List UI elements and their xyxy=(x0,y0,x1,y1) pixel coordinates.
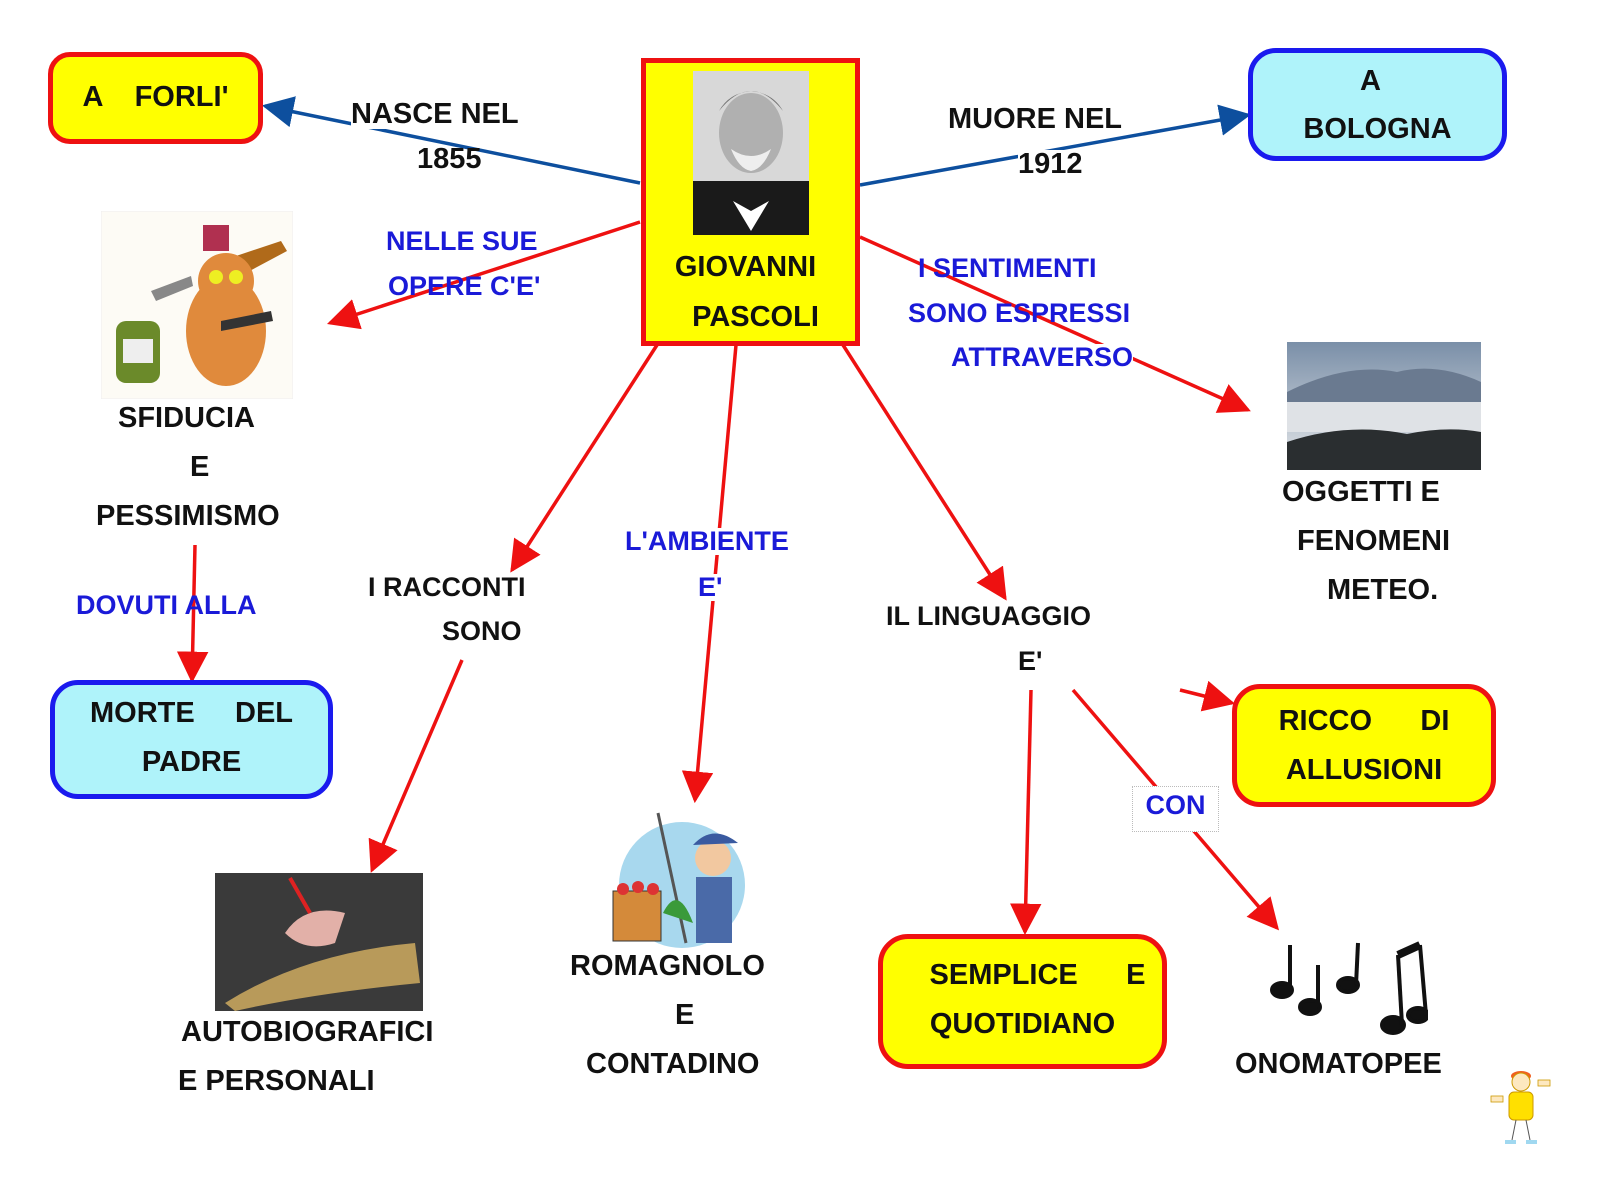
label-nasce: NASCE NEL xyxy=(351,98,519,130)
link-ricco xyxy=(1179,680,1236,712)
node-onomatopee: ONOMATOPEE xyxy=(1235,1048,1442,1080)
node-romagnolo-2: E xyxy=(675,999,695,1031)
portrait-image xyxy=(693,71,809,235)
node-sfiducia-3: PESSIMISMO xyxy=(96,500,280,532)
label-con: CON xyxy=(1132,786,1219,832)
node-oggetti-2: FENOMENI xyxy=(1297,525,1451,557)
link-dovuti xyxy=(176,544,209,684)
node-sfiducia-2: E xyxy=(190,451,210,483)
music-notes-icon xyxy=(1270,941,1428,1035)
node-ricco-allusioni: RICCO DI ALLUSIONI xyxy=(1232,684,1496,807)
label-ambiente-2: E' xyxy=(698,572,723,602)
mascot-logo xyxy=(1490,1071,1551,1144)
center-line2: PASCOLI xyxy=(692,301,819,333)
label-dovuti: DOVUTI ALLA xyxy=(76,590,257,620)
node-semplice-quotidiano: SEMPLICE E QUOTIDIANO xyxy=(878,934,1167,1069)
node-morte-text1: MORTE DEL xyxy=(90,697,293,729)
node-linguaggio-2: E' xyxy=(1018,646,1043,676)
label-sentimenti-1: I SENTIMENTI xyxy=(918,253,1097,283)
node-sfiducia-1: SFIDUCIA xyxy=(118,402,255,434)
label-sentimenti-2: SONO ESPRESSI xyxy=(908,298,1131,328)
center-line1: GIOVANNI xyxy=(674,251,817,283)
node-linguaggio-1: IL LINGUAGGIO xyxy=(886,601,1092,631)
node-ricco-text2: ALLUSIONI xyxy=(1285,754,1443,786)
node-bologna-text2: BOLOGNA xyxy=(1303,113,1452,145)
link-linguaggio xyxy=(841,344,1007,601)
node-semplice-text2: QUOTIDIANO xyxy=(929,1008,1116,1040)
label-opere-2: OPERE C'E' xyxy=(388,271,541,301)
node-racconti-1: I RACCONTI xyxy=(368,572,526,602)
node-bologna-text1: A xyxy=(1360,65,1381,97)
label-sentimenti-3: ATTRAVERSO xyxy=(951,342,1133,372)
node-autobiografici-2: E PERSONALI xyxy=(178,1065,375,1097)
label-1855: 1855 xyxy=(417,143,482,175)
link-ambiente xyxy=(681,344,738,804)
farmer-image xyxy=(612,812,745,948)
label-1912: 1912 xyxy=(1018,148,1083,180)
node-racconti-2: SONO xyxy=(442,616,522,646)
node-giovanni-pascoli: GIOVANNI PASCOLI xyxy=(641,58,860,346)
node-ricco-text1: RICCO DI xyxy=(1278,705,1450,737)
link-semplice xyxy=(1009,689,1042,936)
writing-hand-image xyxy=(215,873,423,1011)
label-muore: MUORE NEL xyxy=(948,103,1122,135)
node-romagnolo-1: ROMAGNOLO xyxy=(570,950,765,982)
node-bologna: A BOLOGNA xyxy=(1248,48,1507,161)
node-autobiografici-1: AUTOBIOGRAFICI xyxy=(181,1016,434,1048)
fog-landscape-image xyxy=(1287,342,1481,470)
sad-cat-image xyxy=(101,211,293,399)
link-nasce xyxy=(261,96,641,185)
node-oggetti-1: OGGETTI E xyxy=(1282,476,1440,508)
node-romagnolo-3: CONTADINO xyxy=(586,1048,760,1080)
node-morte-padre: MORTE DEL PADRE xyxy=(50,680,333,799)
label-opere-1: NELLE SUE xyxy=(386,226,538,256)
link-opere xyxy=(327,220,641,330)
link-sentimenti xyxy=(859,235,1251,413)
link-racconti xyxy=(510,344,659,573)
node-oggetti-3: METEO. xyxy=(1327,574,1439,606)
label-ambiente-1: L'AMBIENTE xyxy=(625,526,789,556)
node-forli: A FORLI' xyxy=(48,52,263,144)
node-semplice-text1: SEMPLICE E xyxy=(929,959,1146,991)
node-morte-text2: PADRE xyxy=(141,746,242,778)
link-autobiografici xyxy=(368,659,464,873)
node-forli-text: A FORLI' xyxy=(82,81,229,113)
